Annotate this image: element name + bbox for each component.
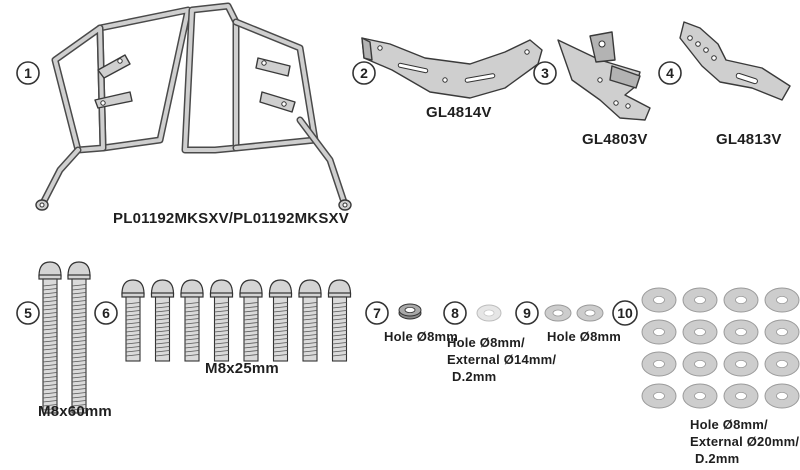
large-washer [641, 319, 677, 345]
hardware-label-9: Hole Ø8mm [547, 329, 621, 344]
large-washer [764, 287, 800, 313]
large-washer [682, 287, 718, 313]
bolt-m8x25 [121, 279, 145, 362]
hardware-label-7: Hole Ø8mm [384, 329, 458, 344]
callout-4: 4 [658, 61, 682, 85]
bolt-m8x60 [38, 261, 62, 414]
bolt-m8x60 [67, 261, 91, 414]
part-label-3: GL4803V [582, 131, 648, 148]
bracket-gl4814v [361, 37, 543, 99]
callout-7: 7 [365, 301, 389, 325]
flat-washers [544, 304, 604, 322]
callout-9: 9 [515, 301, 539, 325]
bracket-gl4803v [557, 31, 651, 121]
large-washer [682, 383, 718, 409]
callout-5: 5 [16, 301, 40, 325]
hardware-label-8-line1: Hole Ø8mm/ [447, 335, 525, 350]
callout-10: 10 [612, 300, 638, 326]
svg-text:4: 4 [666, 65, 674, 81]
hardware-label-8-line2: External Ø14mm/ [447, 352, 556, 367]
bolt-m8x25 [298, 279, 322, 362]
bolt-m8x25 [327, 279, 352, 362]
bolt-m8x25 [239, 279, 263, 362]
bolt-m8x25 [150, 279, 175, 362]
part-label-2: GL4814V [426, 104, 492, 121]
svg-text:7: 7 [373, 305, 381, 321]
small-washer [476, 304, 502, 322]
large-washer [641, 351, 677, 377]
svg-text:1: 1 [24, 65, 32, 81]
large-washer [764, 319, 800, 345]
hardware-label-6: M8x25mm [205, 360, 279, 377]
hardware-label-8-line3: D.2mm [452, 369, 496, 384]
large-washer [723, 351, 759, 377]
callout-3: 3 [533, 61, 557, 85]
callout-6: 6 [94, 301, 118, 325]
hardware-label-10-line1: Hole Ø8mm/ [690, 417, 768, 432]
large-washer [764, 351, 800, 377]
part-label-1: PL01192MKSXV/PL01192MKSXV [113, 210, 349, 227]
svg-text:6: 6 [102, 305, 110, 321]
pannier-frame-part [35, 2, 352, 211]
svg-text:10: 10 [617, 305, 633, 321]
part-label-4: GL4813V [716, 131, 782, 148]
large-washer [723, 383, 759, 409]
svg-text:9: 9 [523, 305, 531, 321]
bolt-m8x25 [180, 279, 204, 362]
large-washer [641, 383, 677, 409]
svg-text:3: 3 [541, 65, 549, 81]
large-washer [682, 351, 718, 377]
bolt-m8x25 [209, 279, 234, 362]
large-washer [641, 287, 677, 313]
hardware-label-5: M8x60mm [38, 403, 112, 420]
bracket-gl4813v [679, 21, 791, 101]
callout-8: 8 [443, 301, 467, 325]
large-washer [764, 383, 800, 409]
short-bolts-group [121, 279, 352, 362]
callout-2: 2 [352, 61, 376, 85]
svg-text:5: 5 [24, 305, 32, 321]
svg-text:2: 2 [360, 65, 368, 81]
bolt-m8x25 [268, 279, 293, 362]
hardware-label-10-line2: External Ø20mm/ [690, 434, 799, 449]
large-washer [723, 287, 759, 313]
large-washer [723, 319, 759, 345]
large-washers-grid [641, 287, 800, 409]
large-washer [682, 319, 718, 345]
long-bolts-group [38, 261, 91, 414]
svg-text:8: 8 [451, 305, 459, 321]
callout-1: 1 [16, 61, 40, 85]
hardware-label-10-line3: D.2mm [695, 451, 739, 466]
spring-washer [398, 303, 422, 320]
